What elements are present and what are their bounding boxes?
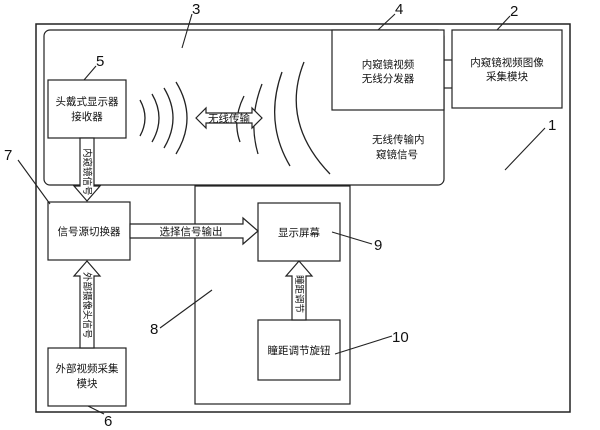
ipd-adjust-arrow: 瞳距调节	[284, 260, 314, 321]
wireless-signal-line1: 无线传输内	[372, 133, 425, 146]
external-line2: 模块	[77, 378, 98, 390]
wireless-arcs-left	[139, 81, 188, 155]
external-signal-arrow: 外部摄像头信号	[72, 260, 102, 349]
ref-number-6: 6	[104, 413, 112, 430]
external-signal-label: 外部摄像头信号	[81, 272, 93, 339]
external-line1: 外部视频采集	[56, 362, 119, 375]
ref-number-1: 1	[548, 117, 556, 134]
endoscope-signal-arrow: 内窥镜信号	[72, 137, 102, 202]
wireless-signal-line2: 窥镜信号	[376, 148, 418, 161]
ref-number-10: 10	[392, 329, 409, 346]
hmd-receiver-box: 头戴式显示器 接收器	[47, 79, 127, 139]
screen-label: 显示屏幕	[278, 226, 320, 239]
ref-number-3: 3	[192, 1, 200, 18]
capture-box: 内窥镜视频图像 采集模块	[451, 29, 563, 109]
external-box: 外部视频采集 模块	[47, 347, 127, 407]
ref-number-7: 7	[4, 147, 12, 164]
ref-number-4: 4	[395, 1, 403, 18]
ref-number-2: 2	[510, 3, 518, 20]
wireless-label: 无线传输	[208, 112, 250, 125]
splitter-box: 内窥镜视频 无线分发器	[331, 29, 445, 111]
ref-number-8: 8	[150, 321, 158, 338]
knob-box: 瞳距调节旋钮	[257, 319, 341, 381]
endoscope-signal-label: 内窥镜信号	[81, 148, 93, 196]
capture-line2: 采集模块	[486, 70, 528, 83]
splitter-line2: 无线分发器	[362, 72, 415, 85]
wireless-arrow	[195, 106, 263, 130]
leader-lines	[17, 13, 546, 415]
ipd-adjust-label: 瞳距调节	[293, 275, 305, 313]
outer-housing	[35, 23, 571, 413]
capture-line1: 内窥镜视频图像	[470, 56, 544, 69]
knob-label: 瞳距调节旋钮	[268, 344, 331, 357]
hmd-receiver-line2: 接收器	[71, 110, 103, 123]
splitter-line1: 内窥镜视频	[362, 58, 415, 71]
select-output-label: 选择信号输出	[160, 225, 223, 238]
switcher-box: 信号源切换器	[47, 201, 131, 261]
select-output-arrow: 选择信号输出	[129, 216, 259, 246]
screen-box: 显示屏幕	[257, 202, 341, 262]
ref-number-9: 9	[374, 237, 382, 254]
switcher-label: 信号源切换器	[58, 225, 121, 238]
hmd-receiver-line1: 头戴式显示器	[56, 95, 119, 108]
display-region	[194, 185, 351, 405]
ref-number-5: 5	[96, 53, 104, 70]
